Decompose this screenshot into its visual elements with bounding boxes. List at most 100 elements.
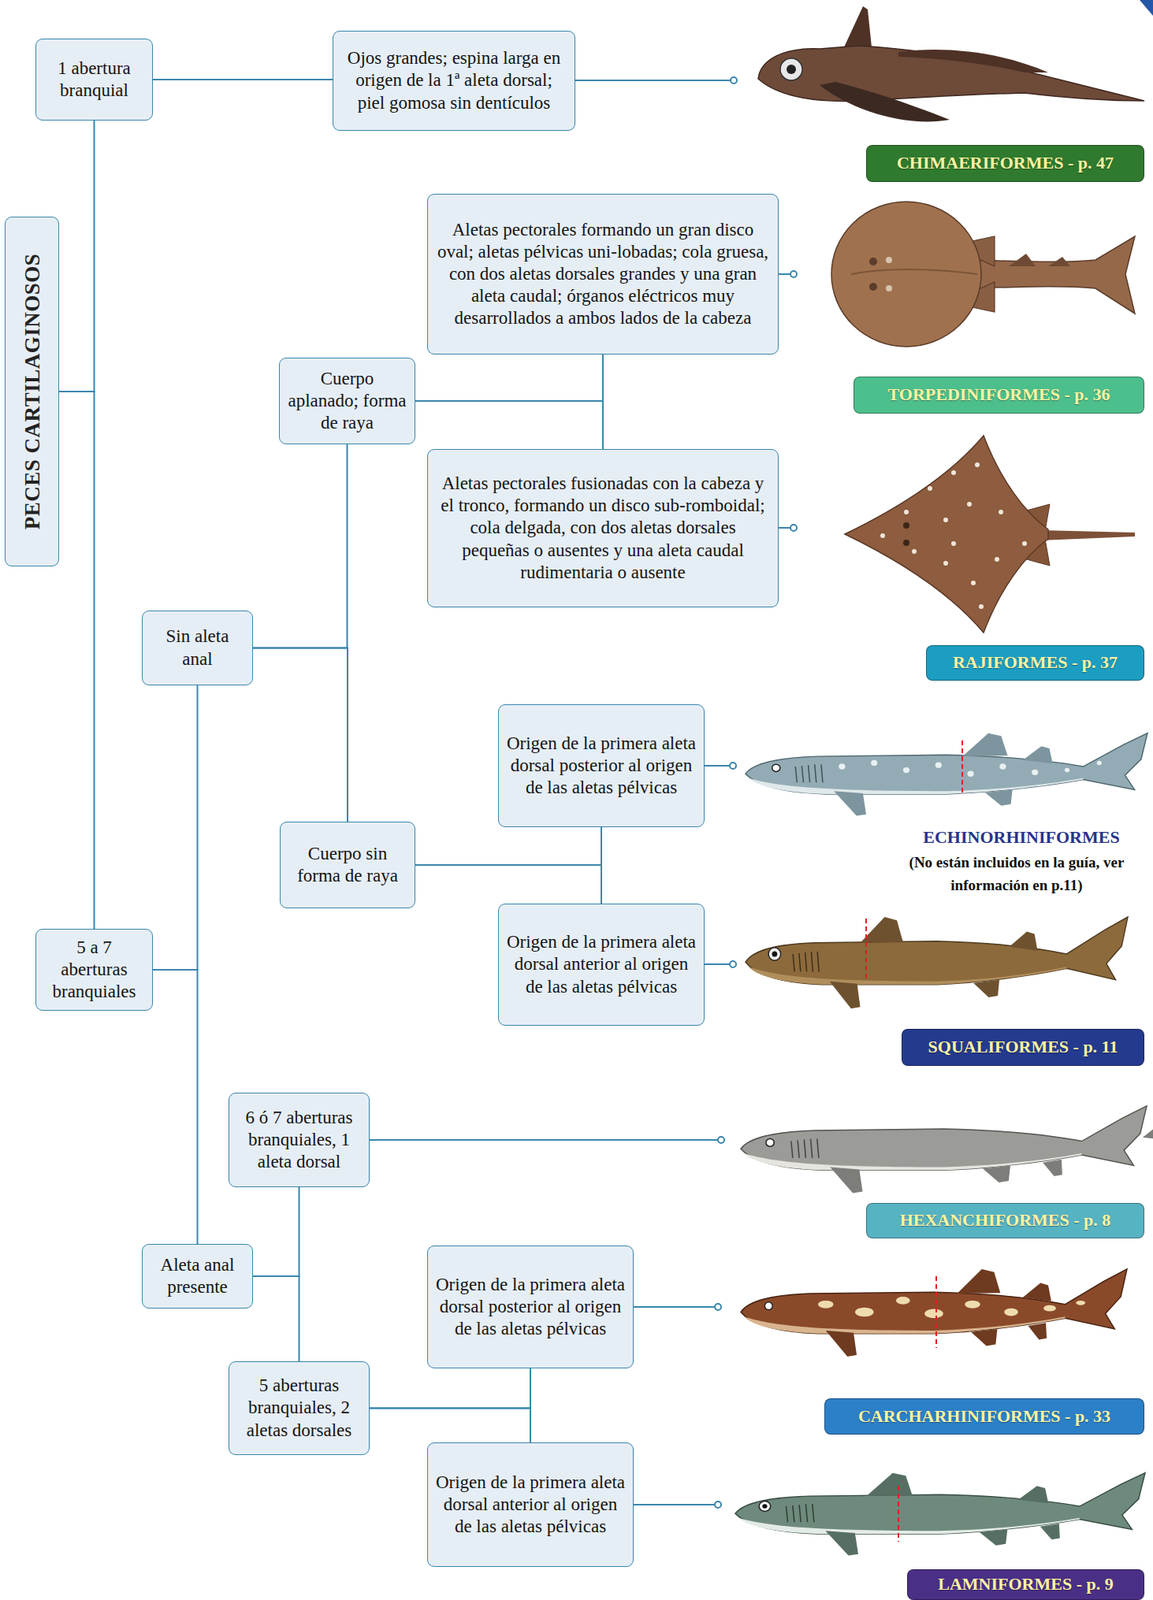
key-box: Origen de la primera aleta dorsal poster…: [427, 1245, 634, 1369]
order-name: SQUALIFORMES - p. 11: [928, 1037, 1119, 1057]
leader-end: [714, 1304, 722, 1311]
fish-eye: [869, 282, 878, 291]
leader-end: [790, 271, 797, 278]
pelvic-fin: [973, 980, 1000, 998]
key-text: Cuerpo aplanado; forma de raya: [286, 368, 408, 435]
key-text: Origen de la primera aleta dorsal poster…: [505, 732, 697, 800]
pectoral-fin: [825, 1331, 857, 1358]
tree-connector: [59, 120, 95, 392]
key-text: Origen de la primera aleta dorsal poster…: [435, 1274, 626, 1341]
gill-slits: [792, 952, 819, 973]
key-box: Origen de la primera aleta dorsal anteri…: [427, 1443, 634, 1568]
key-box: Aletas pectorales fusionadas con la cabe…: [427, 449, 779, 608]
anal-fin: [1028, 1323, 1048, 1340]
skin-spots: [838, 760, 1102, 778]
fish-body: [740, 1269, 1127, 1335]
torpedo-drawing: [831, 201, 1135, 347]
order-band: LAMNIFORMES - p. 9: [907, 1569, 1145, 1600]
pectoral-fin: [833, 791, 867, 816]
fish-belly: [738, 1518, 1080, 1535]
order-label: ECHINORHINIFORMES: [863, 827, 1153, 849]
title-box: PECES CARTILAGINOSOS: [4, 216, 60, 567]
fish-eye: [903, 522, 910, 529]
key-text: Sin aleta anal: [149, 625, 246, 670]
leader-line: [778, 273, 791, 276]
order-name: RAJIFORMES - p. 37: [952, 653, 1118, 673]
fish-body: [740, 1106, 1147, 1171]
tree-connector: [415, 401, 603, 450]
dorsal-fin: [1022, 746, 1053, 764]
pectoral-fin: [829, 1167, 863, 1194]
order-name: CARCHARHINIFORMES - p. 33: [858, 1407, 1111, 1427]
key-text: Origen de la primera aleta dorsal anteri…: [505, 931, 697, 998]
fish-belly: [748, 967, 1068, 985]
fin-origin-line: [865, 918, 867, 981]
fish-body: [745, 733, 1148, 795]
ray-drawing: [844, 435, 1135, 633]
anal-fin: [1042, 1160, 1063, 1177]
echinorhinus-drawing: [745, 733, 1148, 817]
tree-connector: [252, 648, 348, 823]
dorsal-fin: [1022, 1283, 1052, 1302]
fish-eye: [869, 257, 878, 266]
pectoral-fin: [819, 81, 950, 122]
order-band: TORPEDINIFORMES - p. 36: [853, 376, 1145, 414]
fish-eye: [764, 1302, 773, 1311]
fish-eye: [768, 948, 782, 961]
dorsal-fin: [866, 1473, 912, 1497]
pectoral-fin: [829, 981, 861, 1010]
dorsal-fin: [1009, 931, 1038, 951]
fish-eye: [772, 764, 781, 772]
fish-disc: [831, 201, 982, 347]
tree-connector: [415, 865, 602, 904]
key-box: Cuerpo sin forma de raya: [279, 821, 416, 909]
skin-spots: [880, 462, 1027, 610]
key-text: Cuerpo sin forma de raya: [287, 843, 408, 888]
tree-connector: [152, 685, 198, 971]
dorsal-fin: [1142, 1123, 1153, 1142]
fish-tail: [1040, 530, 1135, 541]
key-box: 1 abertura branquial: [35, 38, 153, 121]
leader-line: [633, 1306, 715, 1309]
fish-belly: [743, 1316, 1066, 1334]
hexanchiform-drawing: [740, 1106, 1153, 1194]
leader-end: [714, 1502, 722, 1509]
title-text: PECES CARTILAGINOSOS: [21, 253, 43, 530]
pelvic-fin: [979, 1529, 1008, 1546]
corner-mark: [1139, 0, 1153, 16]
key-box: 5 a 7 aberturas branquiales: [35, 929, 153, 1012]
key-box: 6 ó 7 aberturas branquiales, 1 aleta dor…: [228, 1093, 370, 1188]
pelvic-fin: [982, 1166, 1011, 1183]
note-label: (No están incluidos en la guía, ver info…: [890, 851, 1143, 898]
tree-connector: [415, 354, 603, 402]
key-text: Aletas pectorales fusionadas con la cabe…: [435, 472, 771, 584]
fish-body: [758, 45, 1145, 101]
dorsal-fin: [956, 1269, 1001, 1295]
leader-line: [633, 1504, 715, 1507]
fish-pupil: [762, 1504, 767, 1510]
dorsal-fin: [962, 733, 1008, 757]
fish-belly: [743, 1153, 1082, 1171]
gill-slits: [795, 764, 823, 783]
skin-spots: [818, 1297, 1086, 1319]
fish-disc: [844, 435, 1049, 633]
order-name: TORPEDINIFORMES - p. 36: [888, 385, 1111, 405]
fish-eye: [903, 539, 910, 547]
leader-end: [729, 961, 737, 968]
key-text: Ojos grandes; espina larga en origen de …: [340, 47, 568, 114]
leader-end: [790, 524, 797, 532]
fin-origin-line: [961, 740, 964, 796]
carcharhiniform-drawing: [740, 1269, 1127, 1358]
leader-line: [704, 765, 730, 767]
order-name: HEXANCHIFORMES - p. 8: [900, 1211, 1112, 1231]
anal-fin: [1040, 1524, 1061, 1540]
fish-belly: [748, 778, 1083, 795]
key-text: 5 a 7 aberturas branquiales: [43, 937, 146, 1004]
tree-connector: [415, 827, 602, 866]
leader-lines: [369, 77, 797, 1509]
key-box: Sin aleta anal: [141, 610, 253, 686]
tree-connector: [152, 970, 198, 1245]
dorsal-fin: [1008, 253, 1071, 267]
key-box: Origen de la primera aleta dorsal anteri…: [498, 903, 705, 1027]
tree-connector: [252, 1276, 300, 1362]
